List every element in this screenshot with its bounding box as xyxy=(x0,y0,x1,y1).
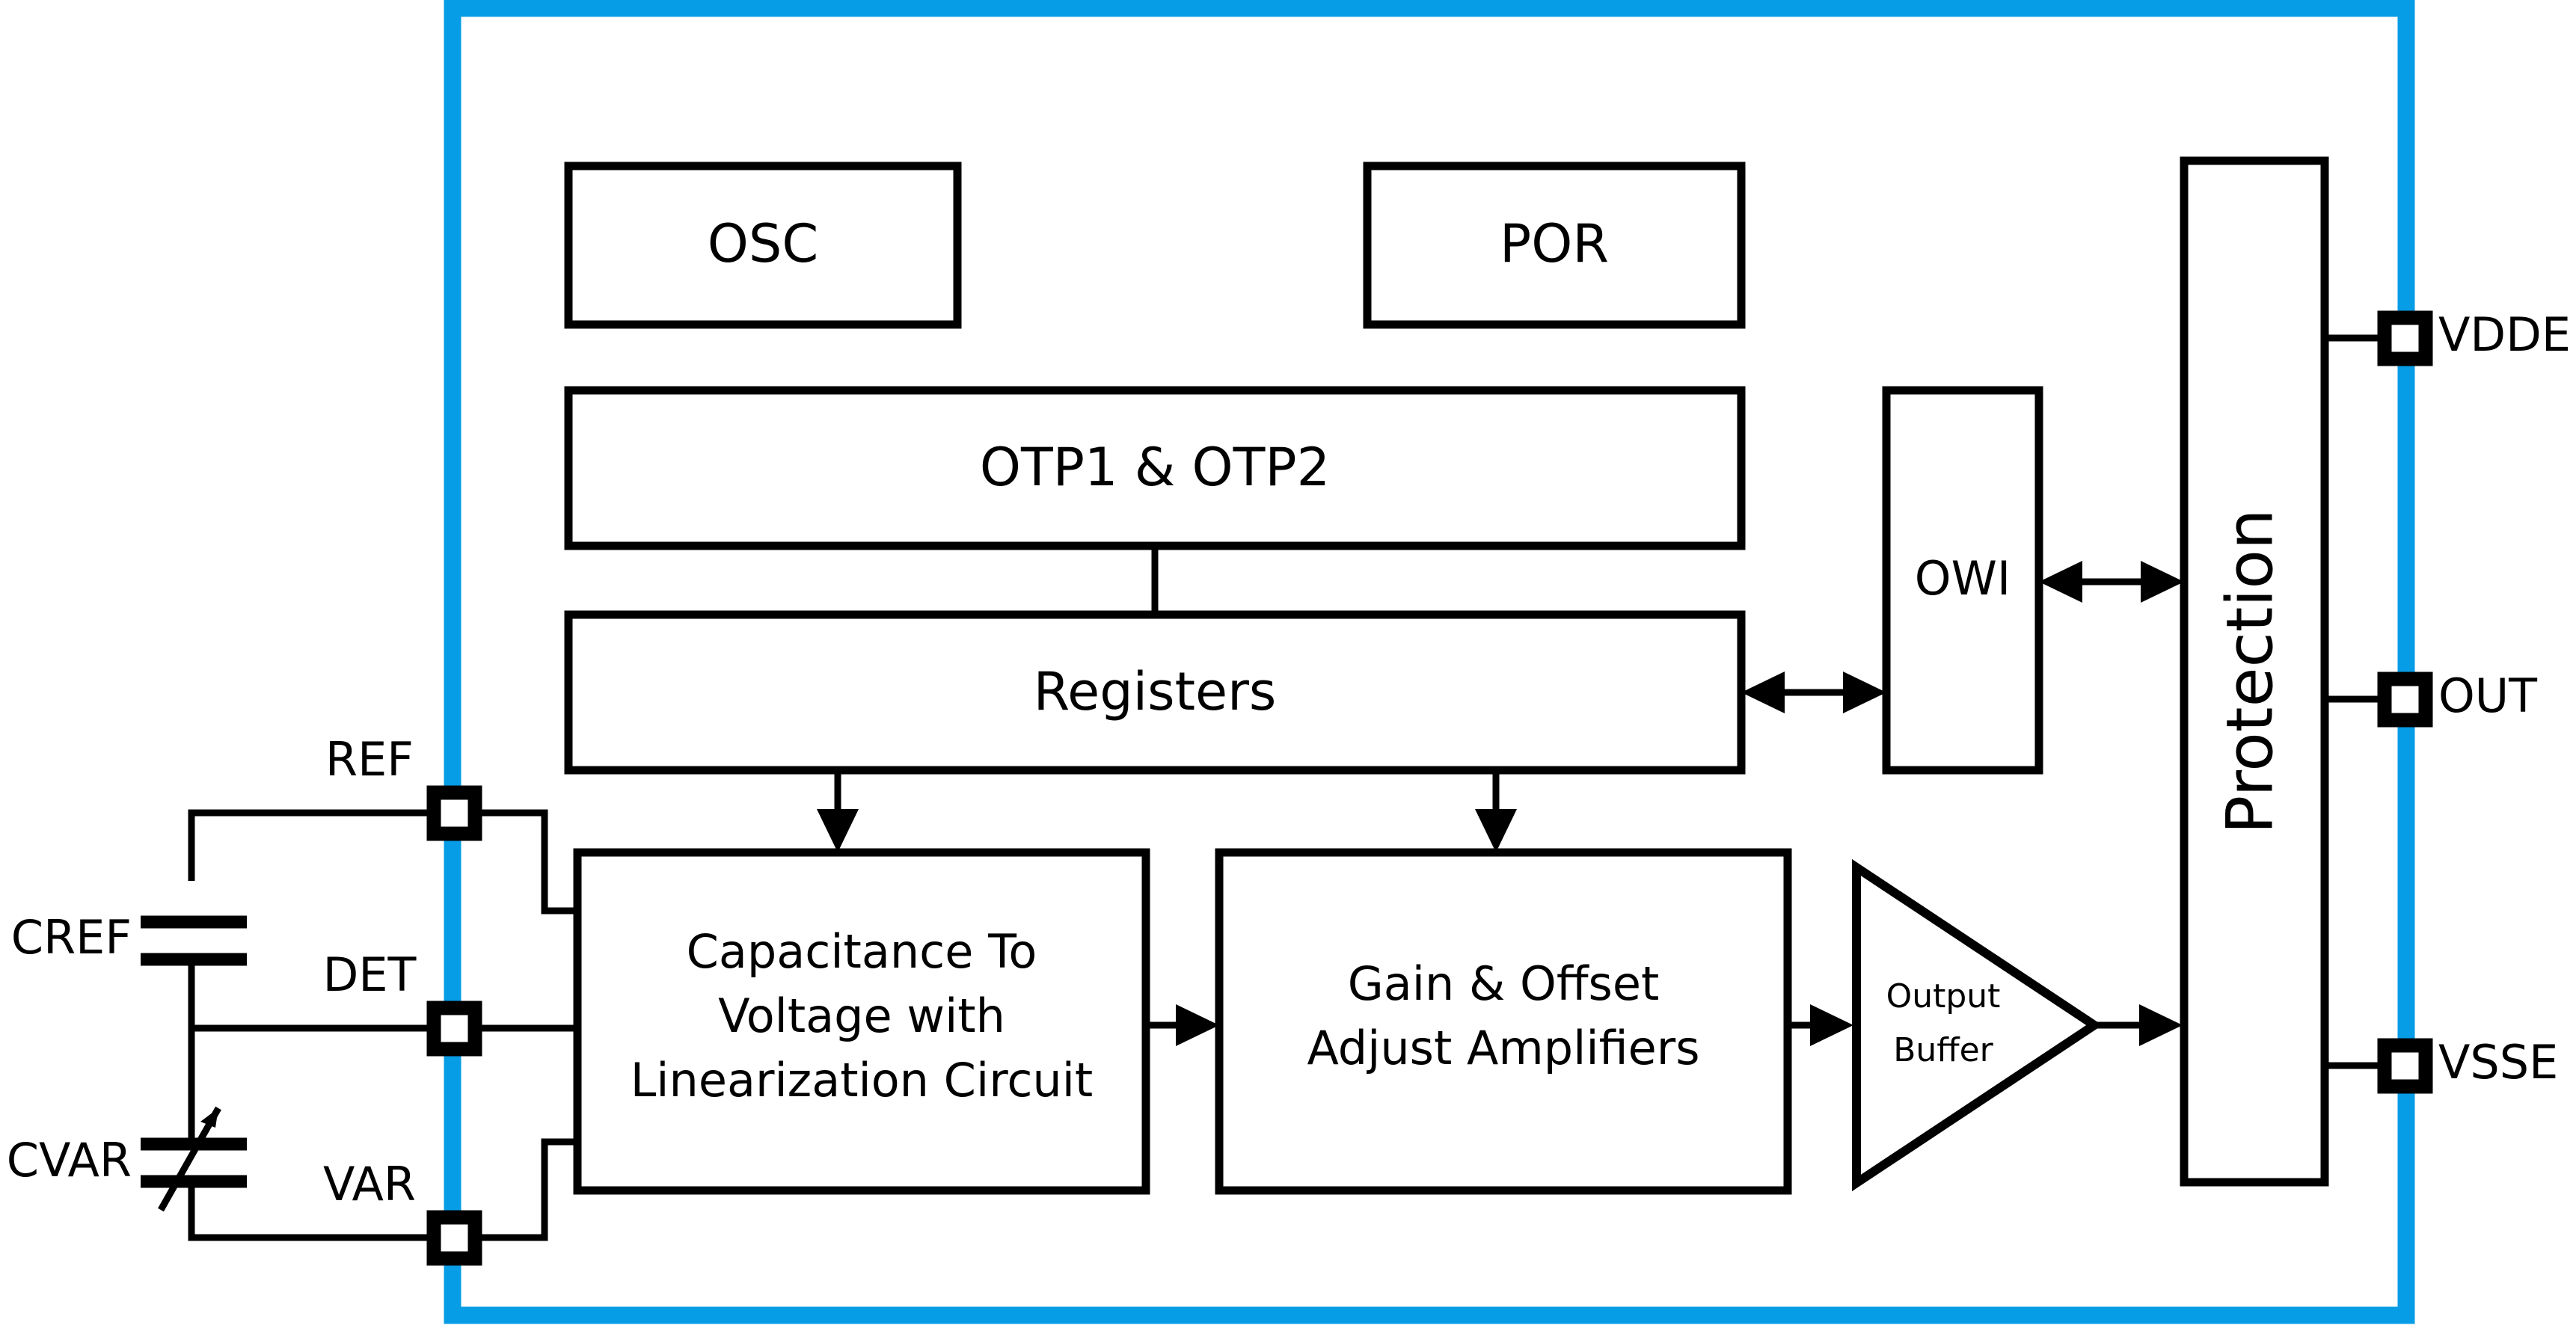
wire-cvar-to-var xyxy=(188,1181,454,1241)
cref-label: CREF xyxy=(11,910,132,965)
pin-vsse[interactable] xyxy=(2377,1038,2433,1094)
block-c2v-line3: Linearization Circuit xyxy=(631,1053,1094,1107)
pin-ref[interactable] xyxy=(426,785,482,841)
block-registers-label: Registers xyxy=(1034,661,1277,722)
block-gain-line2: Adjust Amplifiers xyxy=(1307,1021,1699,1075)
arrowhead-owi-protection-right xyxy=(2141,561,2184,603)
block-protection-label: Protection xyxy=(2212,508,2287,834)
block-registers[interactable] xyxy=(564,610,1746,775)
block-por[interactable] xyxy=(1363,162,1746,329)
pin-out-label: OUT xyxy=(2438,669,2538,723)
cvar-label: CVAR xyxy=(7,1133,132,1187)
arrowhead-registers-to-gain xyxy=(1475,809,1517,852)
block-owi[interactable] xyxy=(1882,386,2043,775)
block-osc-label: OSC xyxy=(708,213,818,274)
cvar-variable-arrow-head xyxy=(200,1108,218,1128)
wire-var-to-c2v xyxy=(475,1138,577,1241)
pin-vsse-label: VSSE xyxy=(2438,1035,2558,1089)
block-osc[interactable] xyxy=(564,162,962,329)
pin-var-label: VAR xyxy=(323,1157,416,1211)
block-otp-label: OTP1 & OTP2 xyxy=(980,437,1330,498)
arrowhead-gain-to-buffer xyxy=(1810,1004,1853,1046)
pin-vdde-label: VDDE xyxy=(2438,307,2571,362)
block-c2v-line2: Voltage with xyxy=(718,989,1005,1043)
arrowhead-registers-to-c2v xyxy=(817,809,859,852)
block-output-buffer-line2: Buffer xyxy=(1893,1031,1993,1069)
pin-ref-label: REF xyxy=(325,732,414,787)
block-protection[interactable] xyxy=(2180,156,2329,1187)
cvar-variable-arrow-shaft xyxy=(158,1106,221,1212)
block-c2v-line1: Capacitance To xyxy=(687,924,1037,979)
arrowhead-buffer-to-protection xyxy=(2139,1004,2183,1046)
block-owi-label: OWI xyxy=(1915,551,2011,606)
pin-out[interactable] xyxy=(2377,671,2433,728)
arrowhead-registers-owi-right xyxy=(1843,671,1886,713)
pin-var[interactable] xyxy=(426,1210,482,1266)
pin-det[interactable] xyxy=(426,1001,482,1057)
block-output-buffer[interactable] xyxy=(1852,858,2103,1192)
pin-det-label: DET xyxy=(323,947,417,1002)
chip-boundary xyxy=(444,0,2415,1324)
block-gain-line1: Gain & Offset xyxy=(1348,956,1660,1011)
block-por-label: POR xyxy=(1500,213,1609,274)
wire-cref-to-ref xyxy=(188,809,454,881)
wire-ref-to-c2v xyxy=(475,809,577,915)
pin-vdde[interactable] xyxy=(2377,310,2433,366)
arrowhead-c2v-to-gain xyxy=(1176,1004,1219,1046)
block-gain-offset[interactable] xyxy=(1215,848,1792,1195)
arrowhead-registers-owi-left xyxy=(1741,671,1785,713)
arrowhead-owi-protection-left xyxy=(2039,561,2082,603)
block-capacitance-to-voltage[interactable] xyxy=(573,848,1150,1195)
block-output-buffer-line1: Output xyxy=(1886,977,2001,1015)
